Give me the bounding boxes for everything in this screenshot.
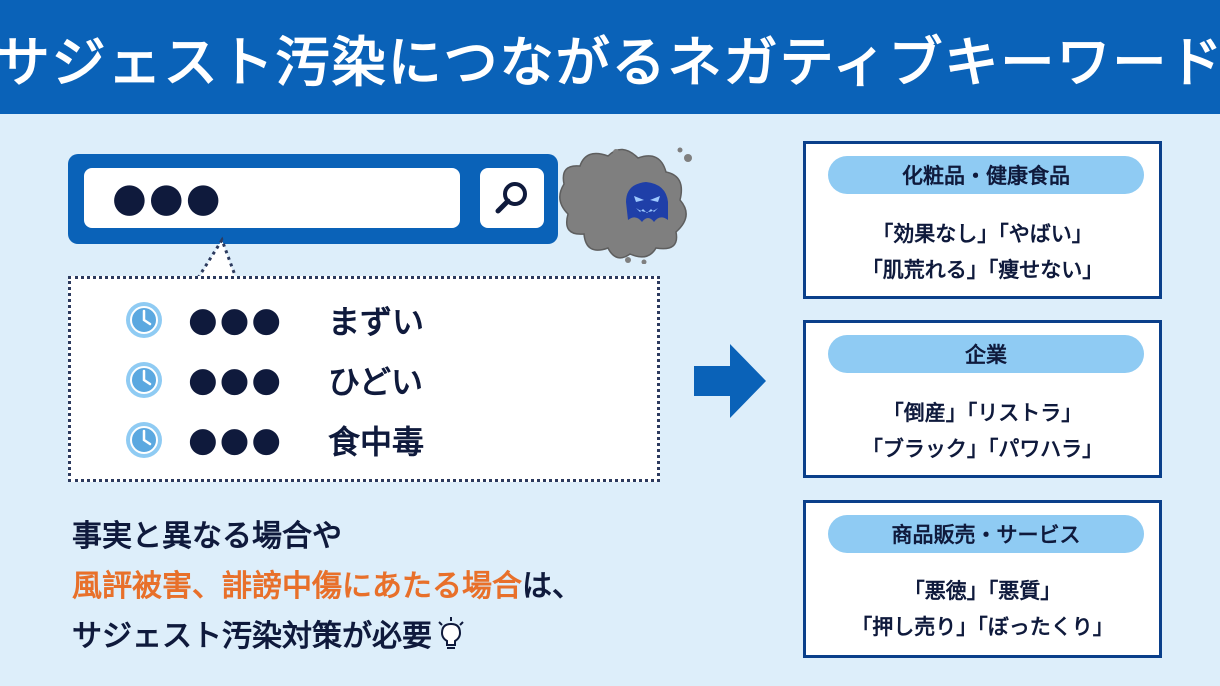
message-highlight: 風評被害、誹謗中傷にあたる場合 bbox=[72, 569, 522, 604]
category-card-company: 企業 「倒産」「リストラ」 「ブラック」「パワハラ」 bbox=[803, 320, 1162, 478]
lightbulb-icon bbox=[438, 617, 464, 649]
suggestion-item[interactable]: ●●● 食中毒 bbox=[124, 414, 424, 466]
suggestion-prefix: ●●● bbox=[188, 300, 284, 340]
category-label: 化粧品・健康食品 bbox=[828, 156, 1144, 194]
message-line-2: 風評被害、誹謗中傷にあたる場合は、 bbox=[72, 562, 582, 612]
category-card-sales-service: 商品販売・サービス 「悪徳」「悪質」 「押し売り」「ぼったくり」 bbox=[803, 500, 1162, 658]
search-input[interactable]: ●●● bbox=[84, 168, 460, 228]
magnifier-icon bbox=[495, 182, 527, 214]
search-button[interactable] bbox=[480, 168, 544, 228]
category-card-cosmetics: 化粧品・健康食品 「効果なし」「やばい」 「肌荒れる」「痩せない」 bbox=[803, 141, 1162, 299]
category-label: 商品販売・サービス bbox=[828, 515, 1144, 553]
category-keywords-line-1: 「倒産」「リストラ」 bbox=[882, 401, 1083, 425]
message-line-3: サジェスト汚染対策が必要 bbox=[72, 612, 582, 662]
suggestion-pointer bbox=[196, 236, 238, 280]
clock-history-icon bbox=[126, 302, 162, 338]
message-line-2-rest: は、 bbox=[522, 569, 582, 604]
clock-history-icon bbox=[126, 422, 162, 458]
category-keywords-line-2: 「押し売り」「ぼったくり」 bbox=[851, 615, 1114, 639]
suggestion-term: まずい bbox=[328, 303, 425, 341]
page-title: サジェスト汚染につながるネガティブキーワード bbox=[0, 30, 1220, 94]
suggestion-prefix: ●●● bbox=[188, 360, 284, 400]
suggestion-prefix: ●●● bbox=[188, 420, 284, 460]
message-line-3-text: サジェスト汚染対策が必要 bbox=[72, 619, 432, 654]
suggestion-term: 食中毒 bbox=[328, 423, 425, 461]
category-keywords-line-2: 「肌荒れる」「痩せない」 bbox=[861, 258, 1104, 282]
category-keywords-line-1: 「悪徳」「悪質」 bbox=[903, 579, 1062, 603]
clock-history-icon bbox=[126, 362, 162, 398]
category-keywords-line-1: 「効果なし」「やばい」 bbox=[872, 222, 1093, 246]
category-keywords-line-2: 「ブラック」「パワハラ」 bbox=[861, 437, 1104, 461]
message-line-1: 事実と異なる場合や bbox=[72, 519, 342, 554]
message-block: 事実と異なる場合や 風評被害、誹謗中傷にあたる場合は、 サジェスト汚染対策が必要 bbox=[72, 512, 582, 662]
right-arrow-icon bbox=[694, 344, 766, 418]
category-label: 企業 bbox=[828, 335, 1144, 373]
suggestion-term: ひどい bbox=[328, 363, 424, 401]
suggestion-item[interactable]: ●●● まずい bbox=[124, 294, 424, 346]
suggestion-item[interactable]: ●●● ひどい bbox=[124, 354, 423, 406]
title-banner: サジェスト汚染につながるネガティブキーワード bbox=[0, 0, 1220, 114]
suggestion-dropdown bbox=[68, 276, 660, 482]
ghost-monster-icon bbox=[559, 147, 692, 264]
search-bar: ●●● bbox=[68, 154, 558, 244]
